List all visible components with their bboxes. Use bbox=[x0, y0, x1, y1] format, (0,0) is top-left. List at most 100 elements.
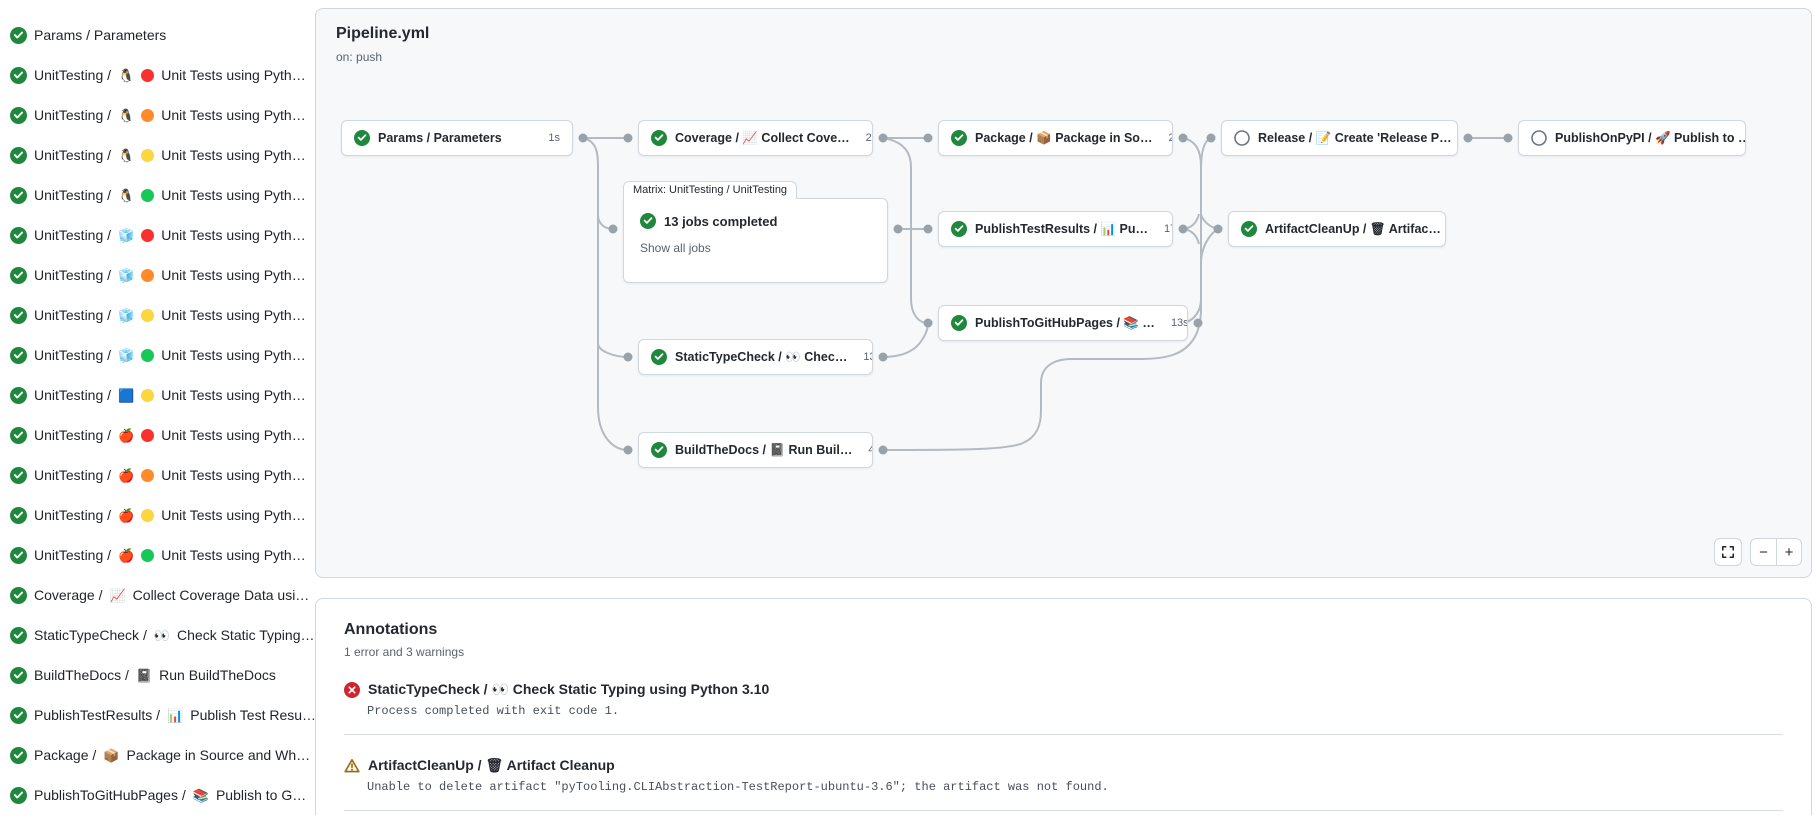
sidebar-item-unittest[interactable]: UnitTesting /🍎Unit Tests using Pyth… bbox=[0, 415, 314, 455]
job-step-name: Unit Tests using Pyth… bbox=[161, 387, 306, 403]
job-step-name: Unit Tests using Pyth… bbox=[161, 267, 306, 283]
node-duration: 47s bbox=[860, 444, 872, 456]
sidebar-item-unittest[interactable]: UnitTesting /🧊Unit Tests using Pyth… bbox=[0, 335, 314, 375]
job-step-name: Unit Tests using Pyth… bbox=[161, 67, 306, 83]
graph-node-params[interactable]: Params / Parameters 1s bbox=[341, 120, 573, 156]
sidebar-item-unittest[interactable]: UnitTesting /🍎Unit Tests using Pyth… bbox=[0, 535, 314, 575]
sidebar-item-unittest[interactable]: UnitTesting /🍎Unit Tests using Pyth… bbox=[0, 455, 314, 495]
success-check-icon bbox=[10, 266, 27, 284]
node-label: ArtifactCleanUp / 🗑 Artifac… bbox=[1265, 221, 1441, 236]
show-all-jobs-link[interactable]: Show all jobs bbox=[640, 241, 711, 255]
node-label: Package / 📦 Package in So… bbox=[975, 130, 1153, 145]
annotations-summary: 1 error and 3 warnings bbox=[344, 645, 465, 659]
graph-node-buildthedocs[interactable]: BuildTheDocs / 📓 Run Buil… 47s bbox=[638, 432, 873, 468]
sidebar-item-publishtestresults[interactable]: PublishTestResults /📊Publish Test Resu… bbox=[0, 695, 314, 735]
success-check-icon bbox=[10, 666, 27, 684]
graph-controls: − + bbox=[1714, 538, 1802, 566]
annotation-warning-item: ArtifactCleanUp / 🗑 Artifact Cleanup Una… bbox=[344, 757, 1783, 811]
node-duration: 1s bbox=[548, 132, 560, 144]
ice-cube-icon: 🧊 bbox=[118, 307, 135, 323]
success-check-icon bbox=[10, 706, 27, 724]
job-step-name: Unit Tests using Pyth… bbox=[161, 467, 306, 483]
graph-node-statictypecheck[interactable]: StaticTypeCheck / 👀 Chec… 13s bbox=[638, 339, 873, 375]
graph-node-coverage[interactable]: Coverage / 📈 Collect Cove… 25s bbox=[638, 120, 873, 156]
job-name: UnitTesting / bbox=[34, 267, 112, 283]
apple-icon: 🍎 bbox=[118, 467, 135, 483]
python-version-dot-icon bbox=[141, 468, 155, 482]
node-label: Coverage / 📈 Collect Cove… bbox=[675, 130, 850, 145]
node-label: Params / Parameters bbox=[378, 131, 502, 145]
success-check-icon bbox=[951, 315, 967, 331]
sidebar-item-package[interactable]: Package /📦Package in Source and Wh… bbox=[0, 735, 314, 775]
success-check-icon bbox=[951, 221, 967, 237]
sidebar-item-statictypecheck[interactable]: StaticTypeCheck /👀Check Static Typing… bbox=[0, 615, 314, 655]
workflow-trigger: on: push bbox=[336, 50, 383, 64]
job-name: UnitTesting / bbox=[34, 507, 112, 523]
job-name: Package / bbox=[34, 747, 97, 763]
zoom-out-button[interactable]: − bbox=[1759, 543, 1768, 561]
node-duration: 17s bbox=[1164, 223, 1172, 235]
sidebar-item-unittest[interactable]: UnitTesting / 🟦 Unit Tests using Pyth… bbox=[0, 375, 314, 415]
sidebar-item-coverage[interactable]: Coverage /📈Collect Coverage Data usi… bbox=[0, 575, 314, 615]
sidebar-item-unittest[interactable]: UnitTesting /🐧Unit Tests using Pyth… bbox=[0, 95, 314, 135]
sidebar-item-unittest[interactable]: UnitTesting /🐧Unit Tests using Pyth… bbox=[0, 175, 314, 215]
graph-node-artifactcleanup[interactable]: ArtifactCleanUp / 🗑 Artifac… 3s bbox=[1228, 211, 1446, 247]
graph-node-package[interactable]: Package / 📦 Package in So… 25s bbox=[938, 120, 1173, 156]
notebook-icon: 📓 bbox=[135, 667, 153, 683]
sidebar-item-unittest[interactable]: UnitTesting /🐧Unit Tests using Pyth… bbox=[0, 55, 314, 95]
graph-edges bbox=[578, 133, 1513, 455]
ice-cube-icon: 🧊 bbox=[118, 267, 135, 283]
zoom-in-button[interactable]: + bbox=[1776, 539, 1801, 565]
graph-node-publishtogithubpages[interactable]: PublishToGitHubPages / 📚 … 13s bbox=[938, 305, 1188, 341]
sidebar-item-unittest[interactable]: UnitTesting / 🧊 Unit Tests using Pyth… bbox=[0, 255, 314, 295]
annotations-panel: Annotations 1 error and 3 warnings Stati… bbox=[315, 598, 1812, 815]
sidebar-item-unittest[interactable]: UnitTesting /🍎Unit Tests using Pyth… bbox=[0, 495, 314, 535]
sidebar-item-buildthedocs[interactable]: BuildTheDocs /📓Run BuildTheDocs bbox=[0, 655, 314, 695]
sidebar-item-unittest[interactable]: UnitTesting /🧊Unit Tests using Pyth… bbox=[0, 215, 314, 255]
job-name: UnitTesting / bbox=[34, 307, 112, 323]
job-step-name: Publish Test Resu… bbox=[190, 707, 314, 723]
matrix-group-tab: Matrix: UnitTesting / UnitTesting bbox=[623, 181, 798, 199]
job-name: PublishToGitHubPages / bbox=[34, 787, 186, 803]
job-name: StaticTypeCheck / bbox=[34, 627, 147, 643]
sidebar-item-params[interactable]: Params / Parameters bbox=[0, 15, 314, 55]
job-name: UnitTesting / bbox=[34, 187, 112, 203]
linux-penguin-icon: 🐧 bbox=[118, 67, 135, 83]
books-icon: 📚 bbox=[192, 787, 209, 803]
sidebar-item-publishtogithubpages[interactable]: PublishToGitHubPages /📚Publish to G… bbox=[0, 775, 314, 815]
graph-node-release[interactable]: Release / 📝 Create 'Release P… bbox=[1221, 120, 1458, 156]
success-check-icon bbox=[10, 306, 27, 324]
warning-icon bbox=[344, 758, 360, 774]
fullscreen-button[interactable] bbox=[1714, 538, 1742, 566]
sidebar-item-unittest[interactable]: UnitTesting /🐧Unit Tests using Pyth… bbox=[0, 135, 314, 175]
fullscreen-icon bbox=[1721, 545, 1735, 559]
apple-icon: 🍎 bbox=[118, 427, 135, 443]
python-version-dot-icon bbox=[141, 228, 155, 242]
job-step-name: Run BuildTheDocs bbox=[159, 667, 276, 683]
python-version-dot-icon bbox=[141, 68, 155, 82]
annotation-title[interactable]: StaticTypeCheck / 👀 Check Static Typing … bbox=[368, 681, 770, 697]
graph-node-publishonpypi[interactable]: PublishOnPyPI / 🚀 Publish to … bbox=[1518, 120, 1746, 156]
job-step-name: Unit Tests using Pyth… bbox=[161, 227, 306, 243]
windows-blue-square-icon: 🟦 bbox=[118, 387, 135, 403]
job-name: Coverage / bbox=[34, 587, 103, 603]
sidebar-item-unittest[interactable]: UnitTesting /🧊Unit Tests using Pyth… bbox=[0, 295, 314, 335]
annotation-title[interactable]: ArtifactCleanUp / 🗑 Artifact Cleanup bbox=[368, 757, 615, 773]
matrix-group-card[interactable]: 13 jobs completed Show all jobs bbox=[623, 198, 888, 283]
python-version-dot-icon bbox=[141, 348, 155, 362]
success-check-icon bbox=[10, 146, 27, 164]
job-name: UnitTesting / bbox=[34, 387, 112, 403]
node-duration: 13s bbox=[863, 351, 872, 363]
graph-node-publishtestresults[interactable]: PublishTestResults / 📊 Pu… 17s bbox=[938, 211, 1173, 247]
annotation-message: Unable to delete artifact "pyTooling.CLI… bbox=[367, 780, 1109, 794]
python-version-dot-icon bbox=[141, 108, 155, 122]
node-label: StaticTypeCheck / 👀 Chec… bbox=[675, 349, 848, 364]
success-check-icon bbox=[10, 466, 27, 484]
job-step-name: Unit Tests using Pyth… bbox=[161, 427, 306, 443]
job-step-name: Unit Tests using Pyth… bbox=[161, 347, 306, 363]
job-name: UnitTesting / bbox=[34, 147, 112, 163]
package-icon: 📦 bbox=[103, 747, 120, 763]
success-check-icon bbox=[1241, 221, 1257, 237]
success-check-icon bbox=[10, 186, 27, 204]
